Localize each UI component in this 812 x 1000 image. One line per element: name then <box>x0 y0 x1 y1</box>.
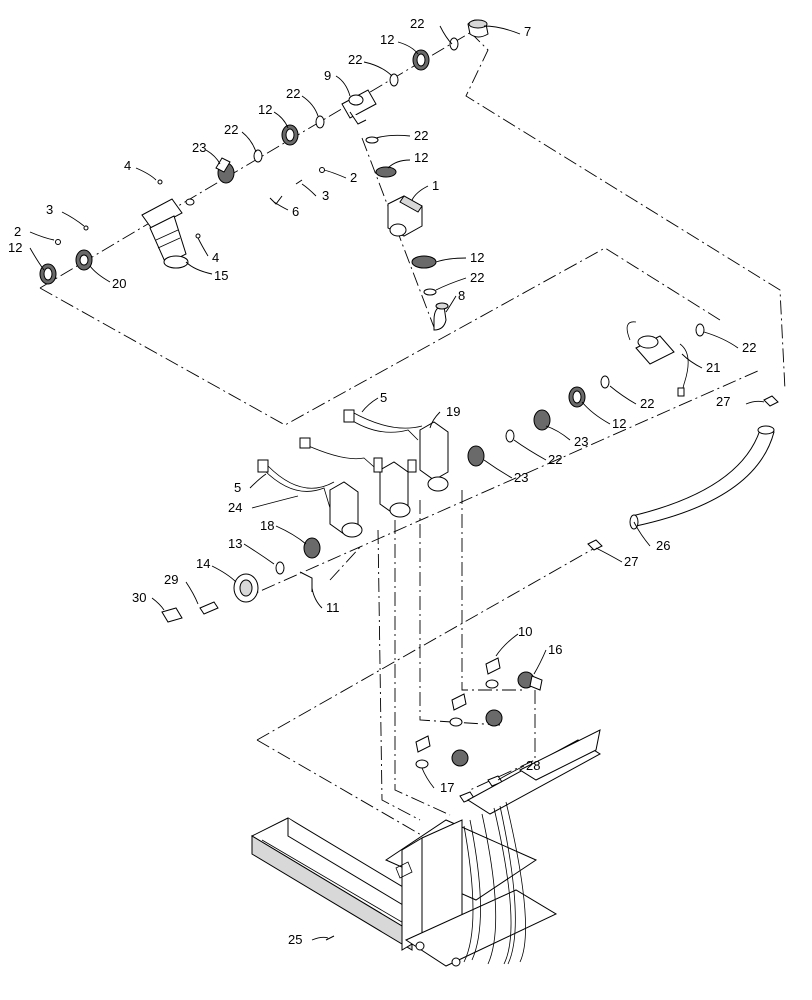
callout-14: 14 <box>196 556 210 571</box>
callout-23: 23 <box>514 470 528 485</box>
callout-10: 10 <box>518 624 532 639</box>
callout-15: 15 <box>214 268 228 283</box>
callout-5: 5 <box>234 480 241 495</box>
valve-group-24 <box>329 457 417 538</box>
o-ring-22 <box>449 37 459 51</box>
callout-1: 1 <box>432 178 439 193</box>
callout-4: 4 <box>124 158 131 173</box>
callout-12: 12 <box>612 416 626 431</box>
callout-23: 23 <box>192 140 206 155</box>
nipple-29 <box>199 601 219 615</box>
o-ring-22 <box>695 323 705 337</box>
callout-22: 22 <box>548 452 562 467</box>
o-ring-22 <box>389 73 399 87</box>
callout-2: 2 <box>350 170 357 185</box>
tee-fitting-9 <box>341 89 377 125</box>
o-ring-22 <box>505 429 515 443</box>
callout-22: 22 <box>348 52 362 67</box>
hose-26 <box>631 429 775 527</box>
callout-11: 11 <box>326 600 340 615</box>
harness-5 <box>347 411 423 441</box>
clamp-12 <box>411 255 437 269</box>
clamp-12 <box>568 386 586 408</box>
cap-14 <box>233 573 259 603</box>
callout-21: 21 <box>706 360 720 375</box>
callout-4: 4 <box>212 250 219 265</box>
callout-12: 12 <box>414 150 428 165</box>
callout-22: 22 <box>414 128 428 143</box>
clamp-12 <box>375 166 397 178</box>
elbow-fitting-7 <box>467 19 489 38</box>
callout-7: 7 <box>524 24 531 39</box>
callout-27: 27 <box>716 394 730 409</box>
valve-1 <box>387 195 423 237</box>
plug-30 <box>161 607 183 623</box>
valve-19 <box>419 421 449 492</box>
coupler-23 <box>215 157 235 184</box>
callout-6: 6 <box>292 204 299 219</box>
o-ring-22 <box>600 375 610 389</box>
pin-11 <box>299 571 313 592</box>
callout-24: 24 <box>228 500 242 515</box>
filter-15 <box>141 198 195 269</box>
lower-manifold-parts <box>161 321 779 623</box>
leader-lines <box>29 25 765 941</box>
callout-2: 2 <box>14 224 21 239</box>
callout-9: 9 <box>324 68 331 83</box>
callout-22: 22 <box>470 270 484 285</box>
o-ring-22 <box>423 288 437 296</box>
o-ring-13 <box>275 561 285 575</box>
callout-5: 5 <box>380 390 387 405</box>
callout-22: 22 <box>742 340 756 355</box>
callout-8: 8 <box>458 288 465 303</box>
callout-17: 17 <box>440 780 454 795</box>
harness-tee-21 <box>626 321 689 397</box>
callout-16: 16 <box>548 642 562 657</box>
callout-13: 13 <box>228 536 242 551</box>
clamp-12 <box>412 49 430 71</box>
callout-3: 3 <box>322 188 329 203</box>
callout-20: 20 <box>112 276 126 291</box>
callout-12: 12 <box>470 250 484 265</box>
o-ring-22 <box>365 136 379 144</box>
callout-22: 22 <box>286 86 300 101</box>
callout-23: 23 <box>574 434 588 449</box>
callout-25: 25 <box>288 932 302 947</box>
callout-12: 12 <box>8 240 22 255</box>
callout-29: 29 <box>164 572 178 587</box>
mounting-frame <box>250 729 601 967</box>
callout-12: 12 <box>380 32 394 47</box>
callout-labels: 7 22 12 22 9 22 12 22 23 4 22 12 2 3 6 1… <box>8 16 756 947</box>
callout-19: 19 <box>446 404 460 419</box>
clamp-27 <box>763 395 779 407</box>
callout-22: 22 <box>640 396 654 411</box>
elbow-16 <box>517 671 543 691</box>
coupler-23 <box>467 445 485 467</box>
callout-18: 18 <box>260 518 274 533</box>
clamp-27 <box>587 539 603 551</box>
clamp-12 <box>39 263 57 285</box>
upper-manifold-parts <box>39 19 489 331</box>
o-ring-22 <box>253 149 263 163</box>
callout-26: 26 <box>656 538 670 553</box>
clamp-12 <box>281 124 299 146</box>
coupler-23 <box>533 409 551 431</box>
o-ring-22 <box>315 115 325 129</box>
callout-12: 12 <box>258 102 272 117</box>
callout-22: 22 <box>224 122 238 137</box>
callout-22: 22 <box>410 16 424 31</box>
coupler-18 <box>303 537 321 559</box>
hose-fittings <box>415 657 543 803</box>
clip-10 <box>485 657 501 675</box>
assembly-axis-lines <box>39 27 786 841</box>
elbow-fitting-8 <box>433 302 449 331</box>
callout-28: 28 <box>526 758 540 773</box>
callout-3: 3 <box>46 202 53 217</box>
coupler-20 <box>75 249 93 271</box>
callout-30: 30 <box>132 590 146 605</box>
callout-27: 27 <box>624 554 638 569</box>
